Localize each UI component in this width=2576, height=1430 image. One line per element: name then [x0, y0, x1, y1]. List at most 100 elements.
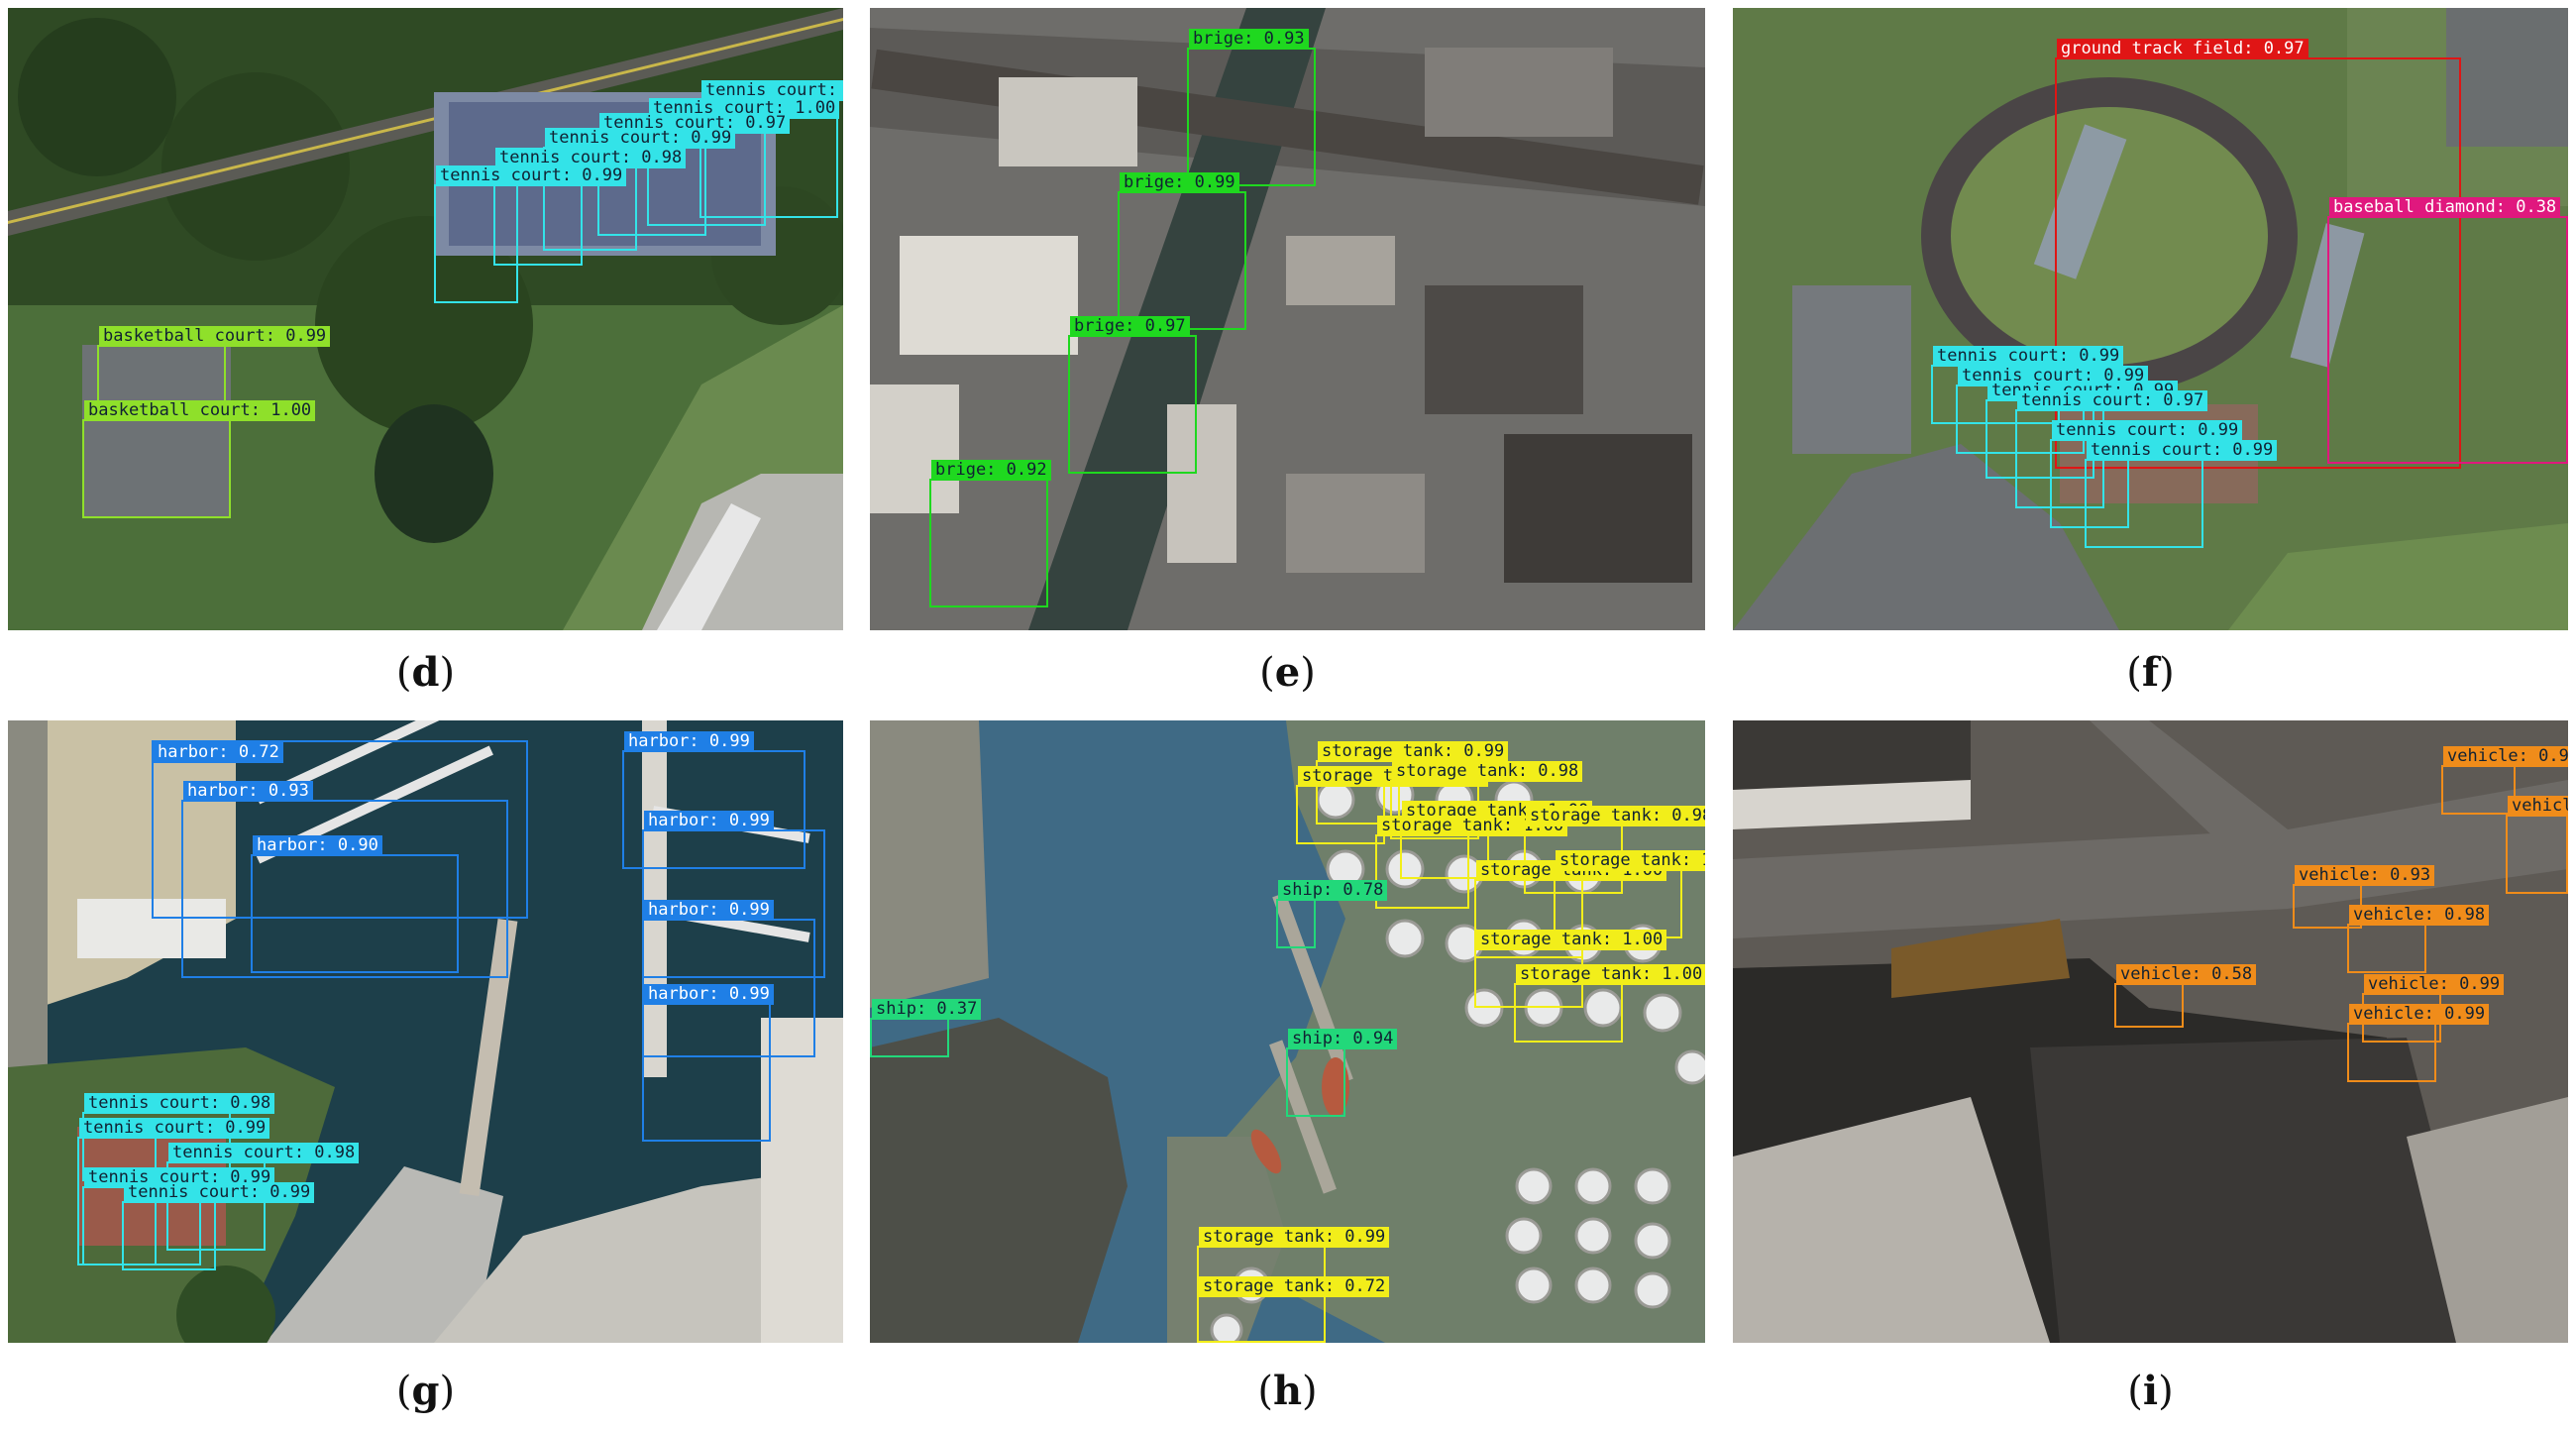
detection-label: storage tank: 0.99 — [1199, 1227, 1390, 1248]
detection-box-basketball-court: basketball court: 0.99 — [97, 326, 331, 402]
detection-label: basketball court: 1.00 — [84, 400, 316, 421]
detection-box-storage-tank: storage tank: 0.98 — [1296, 766, 1489, 844]
detection-label: baseball diamond: 0.38 — [2329, 197, 2561, 218]
detection-label: storage tank: 0.72 — [1199, 1276, 1390, 1297]
detection-box-storage-tank: storage tank: 0.99 — [1316, 741, 1509, 825]
detection-box-tennis-court: tennis court: 0.99 — [122, 1182, 315, 1270]
detection-label: harbor: 0.99 — [624, 731, 754, 752]
caption-d: (d) — [395, 649, 456, 696]
caption-g: (g) — [395, 1368, 456, 1414]
panel-i-street-image: vehicle: 0.9 vehicle: 0.9 vehicle: 0.93 veh… — [1733, 720, 2568, 1343]
detection-label: tennis court: 0.99 — [79, 1118, 270, 1139]
detection-box-baseball-diamond: baseball diamond: 0.38 — [2327, 197, 2568, 464]
detection-box-tennis-court: tennis court: 0.98 — [166, 1143, 360, 1251]
detection-box-tennis-court: tennis court: 0.99 — [1931, 346, 2124, 424]
detection-label: brige: 0.99 — [1120, 172, 1239, 193]
panel-f-field-image: ground track field: 0.97 baseball diamond… — [1733, 8, 2568, 630]
detection-box-tennis-court: tennis court: 0.97 — [2015, 390, 2208, 508]
detection-box-harbor: harbor: 0.72 — [152, 740, 528, 919]
detection-label: ship: 0.94 — [1288, 1029, 1398, 1049]
detection-box-harbor: harbor: 0.99 — [622, 731, 805, 869]
detection-label: tennis court: 0.99 — [545, 128, 736, 149]
detection-label: vehicle: 0.99 — [2364, 974, 2505, 995]
detection-label: vehicle: 0.98 — [2349, 905, 2490, 926]
detection-label: tennis court: 0.97 — [2017, 390, 2208, 411]
detection-box-storage-tank: storage tank: 0.99 — [1197, 1227, 1390, 1295]
detection-box-vehicle: vehicle: 0.9 — [2441, 746, 2568, 815]
detection-box-harbor: harbor: 0.90 — [251, 835, 459, 973]
detection-box-vehicle: vehicle: 0.98 — [2347, 905, 2490, 973]
detection-label: tennis court: 0.99 — [1933, 346, 2124, 367]
detection-box-harbor: harbor: 0.99 — [642, 984, 774, 1142]
detection-box-tennis-court: tennis court: 0.98 — [699, 80, 843, 218]
detection-label: storage tank: 1.00 — [1377, 816, 1568, 836]
detection-label: basketball court: 0.99 — [99, 326, 331, 347]
detection-label: tennis court: 0.98 — [168, 1143, 360, 1163]
detection-label: tennis court: 0.99 — [124, 1182, 315, 1203]
detection-box-storage-tank: storage tank: 1.00 — [1514, 964, 1705, 1043]
detection-box-vehicle: vehicle: 0.9 — [2506, 796, 2568, 894]
detection-label: tennis court: 0.99 — [436, 165, 627, 186]
detection-label: harbor: 0.72 — [154, 742, 283, 763]
detection-label: brige: 0.92 — [931, 460, 1051, 481]
detection-label: vehicle: 0.58 — [2116, 964, 2257, 985]
detection-label: ground track field: 0.97 — [2057, 39, 2308, 59]
detection-box-vehicle: vehicle: 0.99 — [2347, 1004, 2490, 1082]
detection-label: harbor: 0.99 — [644, 984, 774, 1005]
detection-label: storage tank: 1.00 — [1516, 964, 1705, 985]
detection-label: harbor: 0.93 — [183, 781, 313, 802]
detection-box-tennis-court: tennis court: 0.99 — [2085, 440, 2278, 548]
detection-label: vehicle: 0.9 — [2508, 796, 2568, 817]
caption-h: (h) — [1257, 1368, 1318, 1414]
detection-box-storage-tank: storage tank: 1.00 — [1554, 850, 1705, 938]
caption-i: (i) — [2127, 1368, 2174, 1414]
detection-box-storage-tank: storage tank: 1.00 — [1375, 816, 1568, 909]
detection-box-harbor: harbor: 0.99 — [642, 811, 825, 978]
detection-label: ship: 0.37 — [872, 999, 982, 1020]
detection-box-vehicle: vehicle: 0.58 — [2114, 964, 2257, 1028]
detection-label: vehicle: 0.93 — [2295, 865, 2435, 886]
detection-box-tennis-court: tennis court: 0.99 — [434, 165, 627, 303]
detection-box-basketball-court: basketball court: 1.00 — [82, 400, 316, 518]
detection-label: tennis court: 0.99 — [2052, 420, 2243, 441]
detection-box-ground-track-field: ground track field: 0.97 — [2055, 39, 2461, 469]
detection-box-bridge: brige: 0.92 — [929, 460, 1051, 607]
detection-label: tennis court: 0.99 — [2087, 440, 2278, 461]
detection-box-bridge: brige: 0.99 — [1118, 172, 1246, 330]
caption-f: (f) — [2126, 649, 2175, 696]
detection-box-ship: ship: 0.94 — [1286, 1029, 1398, 1117]
detection-label: brige: 0.97 — [1070, 316, 1190, 337]
detection-box-storage-tank: storage tank: 0.72 — [1197, 1276, 1390, 1343]
detection-label: vehicle: 0.99 — [2349, 1004, 2490, 1025]
panel-g-marina-image: harbor: 0.72 harbor: 0.93 harbor: 0.90 harb… — [8, 720, 843, 1343]
detection-box-vehicle: vehicle: 0.99 — [2362, 974, 2505, 1043]
detection-label: storage tank: 1.00 — [1476, 930, 1667, 950]
detection-label: tennis court: 0.98 — [701, 80, 843, 101]
detection-label: tennis court: 0.98 — [84, 1093, 275, 1114]
detection-label: vehicle: 0.9 — [2443, 746, 2568, 767]
detection-box-harbor: harbor: 0.93 — [181, 781, 508, 978]
caption-e: (e) — [1259, 649, 1316, 696]
detection-label: harbor: 0.90 — [253, 835, 382, 856]
detection-label: storage tank: 0.99 — [1318, 741, 1509, 762]
detection-label: tennis court: 0.98 — [495, 148, 687, 168]
detection-box-bridge: brige: 0.93 — [1187, 29, 1316, 186]
detection-label: ship: 0.78 — [1278, 880, 1388, 901]
detection-box-harbor: harbor: 0.99 — [642, 900, 815, 1057]
detection-label: storage tank: 0.98 — [1392, 761, 1583, 782]
detection-box-storage-tank: storage tank: 0.98 — [1390, 761, 1583, 839]
detection-label: harbor: 0.99 — [644, 900, 774, 921]
detection-label: storage tank: 0.98 — [1526, 806, 1705, 826]
detection-label: brige: 0.93 — [1189, 29, 1309, 50]
street-aerial-image — [1733, 720, 2568, 1343]
detection-box-bridge: brige: 0.97 — [1068, 316, 1197, 474]
detection-box-ship: ship: 0.37 — [870, 999, 982, 1057]
detection-box-tennis-court: tennis court: 0.99 — [543, 128, 736, 251]
detection-box-tennis-court: tennis court: 0.98 — [493, 148, 687, 266]
panel-e-city-image: brige: 0.93 brige: 0.99 brige: 0.97 brige: … — [870, 8, 1705, 630]
detection-box-ship: ship: 0.78 — [1276, 880, 1388, 948]
detection-label: storage tank: 1.00 — [1556, 850, 1705, 871]
city-aerial-image — [870, 8, 1705, 630]
